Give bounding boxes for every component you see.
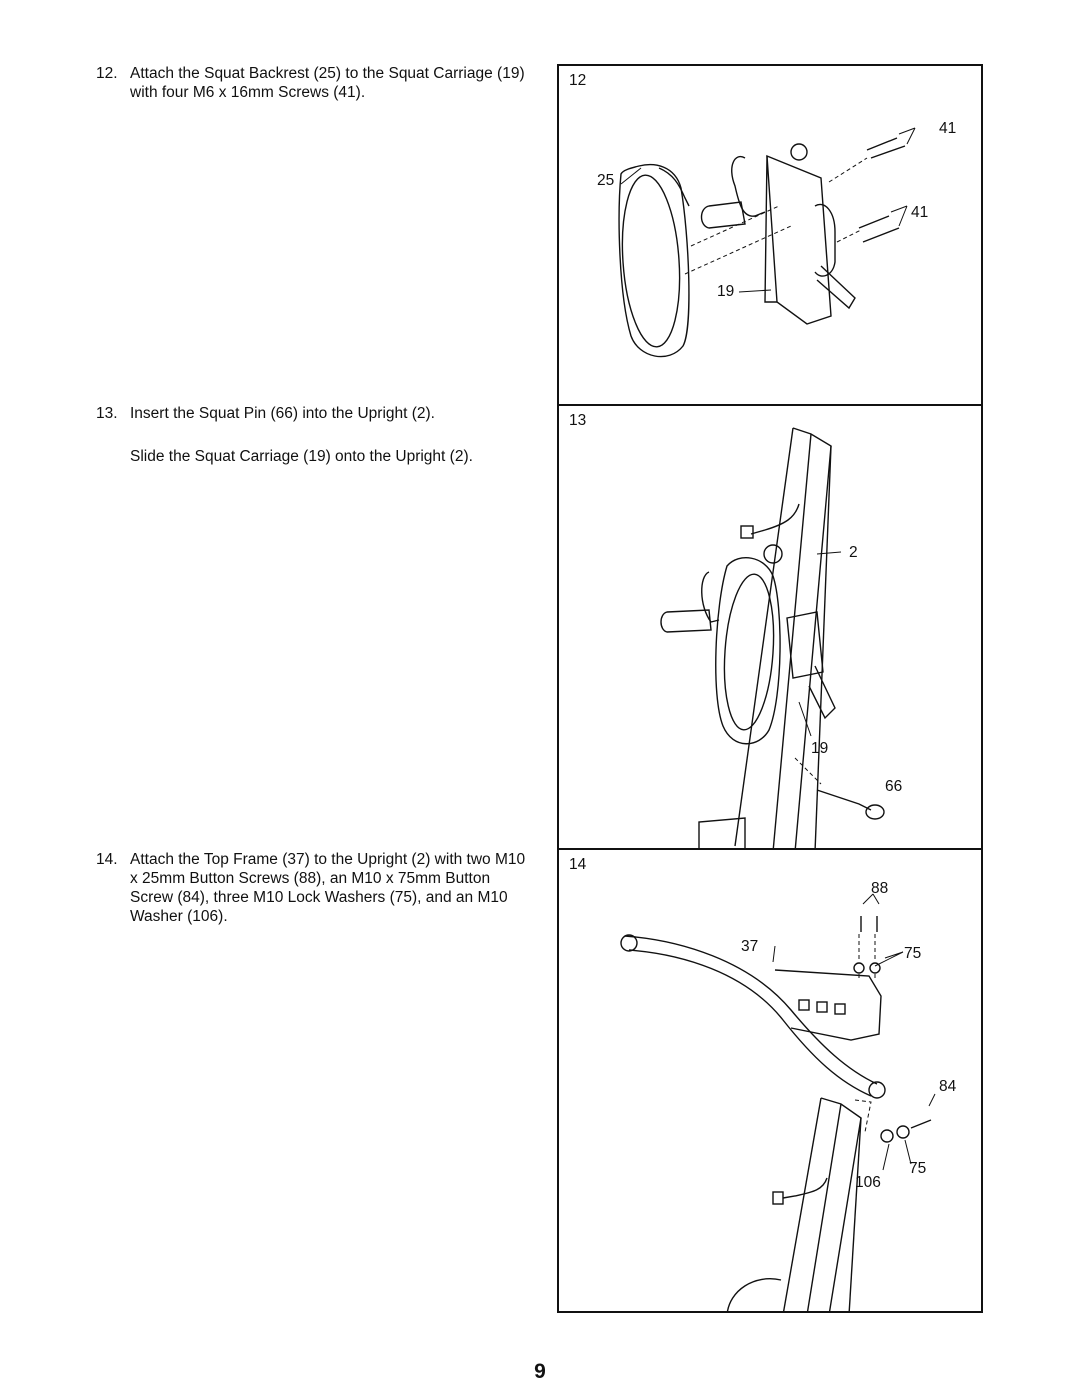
callout-label: 19 xyxy=(717,283,735,300)
callout-label: 37 xyxy=(741,938,759,955)
figure-14-illustration xyxy=(620,893,936,1311)
step-number: 14. xyxy=(96,851,118,868)
step-13: 13. Insert the Squat Pin (66) into the U… xyxy=(96,404,526,466)
callout-label: 41 xyxy=(939,120,957,137)
callout-label: 106 xyxy=(855,1174,881,1191)
callout-label: 25 xyxy=(597,172,615,189)
figure-number: 12 xyxy=(569,72,587,89)
callout-label: 19 xyxy=(811,740,829,757)
step-number: 12. xyxy=(96,65,118,82)
figure-number: 13 xyxy=(569,412,587,429)
callout-label: 2 xyxy=(849,544,858,561)
step-14: 14. Attach the Top Frame (37) to the Upr… xyxy=(96,850,526,926)
step-text-secondary: Slide the Squat Carriage (19) onto the U… xyxy=(130,448,473,465)
figure-12-illustration xyxy=(618,127,916,358)
callout-label: 66 xyxy=(885,778,903,795)
figure-13: 13 2 19 66 xyxy=(557,404,983,850)
callout-label: 41 xyxy=(911,204,929,221)
callout-label: 84 xyxy=(939,1078,957,1095)
figure-13-illustration xyxy=(660,427,885,848)
callout-label: 75 xyxy=(909,1160,927,1177)
callout-label: 88 xyxy=(871,880,889,897)
step-12: 12. Attach the Squat Backrest (25) to th… xyxy=(96,64,526,102)
step-number: 13. xyxy=(96,405,118,422)
page-number: 9 xyxy=(534,1360,546,1383)
figure-14: 14 88 37 75 84 75 106 xyxy=(557,848,983,1313)
figure-12: 12 41 25 41 19 xyxy=(557,64,983,406)
step-text: Attach the Squat Backrest (25) to the Sq… xyxy=(130,65,525,101)
figure-number: 14 xyxy=(569,856,587,873)
callout-label: 75 xyxy=(904,945,922,962)
step-text: Insert the Squat Pin (66) into the Uprig… xyxy=(130,405,435,422)
step-text: Attach the Top Frame (37) to the Upright… xyxy=(130,851,526,925)
